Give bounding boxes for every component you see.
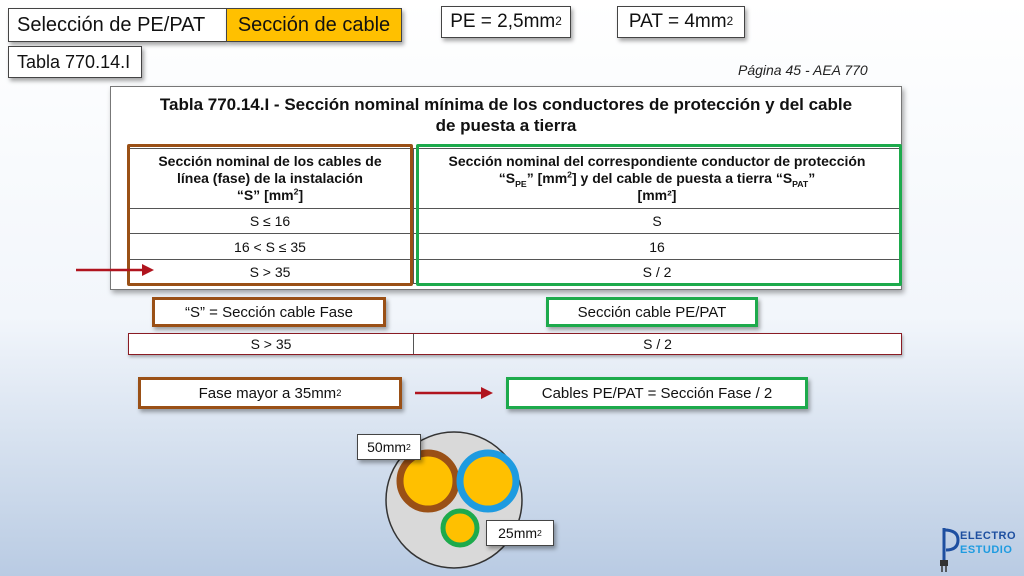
plug-icon: [940, 528, 960, 572]
pe-value: PE = 2,5mm: [450, 11, 556, 32]
condition-text: Fase mayor a 35mm: [198, 384, 337, 402]
logo-line1: ELECTRO: [960, 530, 1017, 542]
pat-value: PAT = 4mm: [628, 11, 727, 32]
highlight-box: Sección de cable: [226, 8, 402, 42]
table-ref-box: Tabla 770.14.I: [8, 46, 142, 78]
page-title: Selección de PE/PAT: [17, 13, 206, 36]
pe-definition-box: Sección cable PE/PAT: [546, 297, 758, 327]
pe-column-frame: [416, 144, 902, 286]
table-row-3-s: S > 35: [249, 263, 291, 280]
highlight-title: Sección de cable: [237, 13, 391, 36]
protection-conductor-table: Tabla 770.14.I - Sección nominal mínima …: [110, 86, 902, 290]
table-row-3-pe: S / 2: [642, 263, 672, 280]
phase-definition: “S” = Sección cable Fase: [185, 303, 353, 321]
table-row-2-s: 16 < S ≤ 35: [234, 238, 306, 255]
selected-row-pe: S / 2: [643, 336, 672, 352]
col-header-line-section: Sección nominal de los cables de línea (…: [158, 153, 382, 203]
page-reference: Página 45 - AEA 770: [738, 62, 868, 78]
selected-row-s: S > 35: [250, 336, 292, 352]
result-arrow: [415, 387, 493, 399]
row-pointer-arrow: [76, 264, 154, 276]
phase-column-frame: [127, 144, 413, 286]
electro-estudio-logo: ELECTRO ESTUDIO: [938, 526, 1022, 574]
table-row-2-pe: 16: [649, 238, 665, 255]
result-text: Cables PE/PAT = Sección Fase / 2: [541, 384, 773, 402]
table-row-1-pe: S: [652, 213, 662, 229]
result-box: Cables PE/PAT = Sección Fase / 2: [506, 377, 808, 409]
col-header-pe-section: Sección nominal del correspondiente cond…: [448, 153, 866, 203]
logo-line2: ESTUDIO: [960, 544, 1013, 556]
table-row-1-s: S ≤ 16: [249, 213, 291, 229]
selected-row: S > 35 S / 2: [128, 333, 902, 355]
table-ref: Tabla 770.14.I: [17, 51, 131, 72]
pe-definition: Sección cable PE/PAT: [577, 303, 727, 321]
table-title: Tabla 770.14.I - Sección nominal mínima …: [159, 95, 853, 135]
title-box: Selección de PE/PAT: [8, 8, 226, 42]
phase-definition-box: “S” = Sección cable Fase: [152, 297, 386, 327]
